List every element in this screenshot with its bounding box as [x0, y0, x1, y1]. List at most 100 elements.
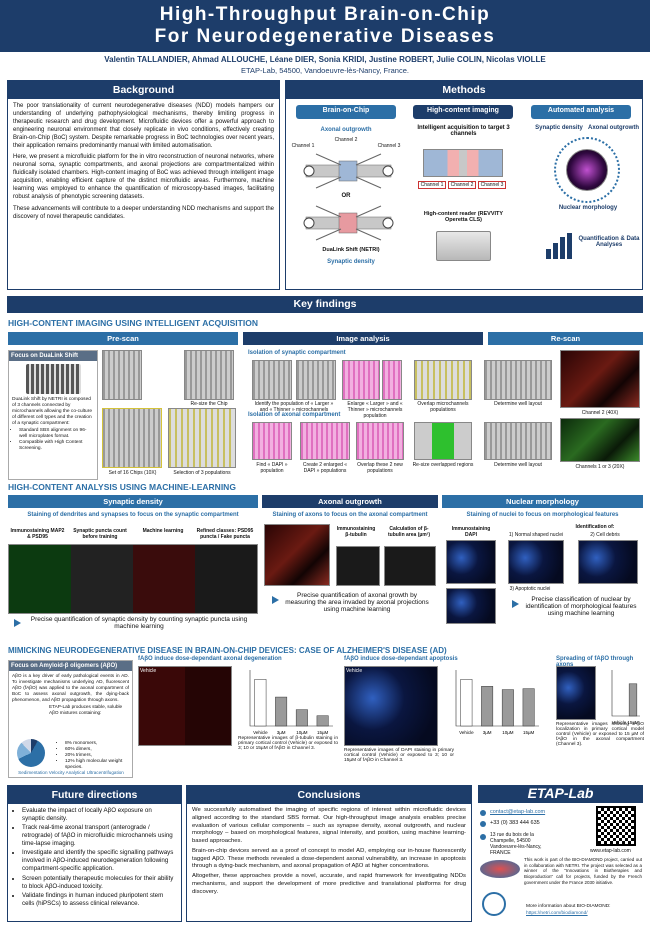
- arrow-icon: [272, 596, 279, 604]
- ml-syn-col-2: Synaptic puncta count before training: [73, 528, 127, 540]
- ml-head-nuclear: Nuclear morphology: [442, 495, 643, 508]
- chip-resize-image-2: [184, 350, 234, 400]
- poster-header: High-Throughput Brain-on-Chip For Neurod…: [0, 0, 650, 52]
- chart-bar: [481, 686, 494, 727]
- future-item: Validate findings in human induced pluri…: [22, 892, 175, 908]
- arrow-icon: [512, 600, 519, 608]
- ml-nuc-image-1: [446, 540, 496, 584]
- analysis-image: [566, 149, 608, 191]
- chip-schematic-bottom: [303, 205, 394, 241]
- c2-title: fAβO induce dose-dependant apoptosis: [344, 656, 458, 662]
- quant-label: Quantification & Data Analyses: [578, 236, 640, 248]
- phone-icon: [480, 821, 486, 827]
- etap-phone: +33 (0) 383 444 635: [490, 820, 540, 826]
- intelligent-acquisition-label: Intelligent acquisition to target 3 chan…: [417, 125, 510, 137]
- conclusions-panel: Conclusions We successfully automatised …: [186, 785, 472, 922]
- chart-bar: [254, 679, 267, 727]
- etap-address: 13 rue du bois de la Champelle, 54500 Va…: [490, 832, 542, 856]
- ml-nuc-col-3: 1) Normal shaped nuclei: [508, 532, 564, 538]
- syn-step-2-image: [342, 360, 380, 400]
- ad-pie-icon: [17, 739, 45, 767]
- ml-title: HIGH-CONTENT ANALYSIS USING MACHINE-LEAR…: [8, 482, 236, 492]
- etap-web[interactable]: www.etap-lab.com: [590, 848, 631, 854]
- ax-step-1-image: [252, 422, 292, 460]
- iso-syn-label: Isolation of synaptic compartment: [248, 350, 346, 356]
- ml-head-axonal: Axonal outgrowth: [262, 495, 438, 508]
- c3-title: Spreading of fAβO through axons: [556, 656, 634, 668]
- background-title: Background: [8, 81, 279, 99]
- acq-channel-3: Channel 3: [478, 181, 506, 189]
- focus-dualink-text: DuaLink Shift by NETRI is composed of 3 …: [12, 397, 92, 426]
- etap-email[interactable]: contact@etap-lab.com: [490, 809, 546, 815]
- ml-nuc-sub: Staining of nuclei to focus on morpholog…: [466, 512, 619, 518]
- dualink-plate-image: [25, 364, 81, 394]
- chart-bar: [460, 679, 473, 727]
- selection-3-populations-image: [168, 408, 236, 468]
- focus-bullet: Standard SBS alignment on 96-well microp…: [19, 428, 94, 440]
- focus-dualink-box: Focus on DuaLink Shift DuaLink Shift by …: [8, 350, 98, 480]
- etap-link[interactable]: https://netri.com/biodiamond/: [526, 911, 588, 916]
- location-icon: [480, 834, 486, 840]
- ml-syn-image: [8, 544, 258, 614]
- ax-step-4-label: Re-size overlapped regions: [412, 462, 474, 468]
- syn-step-4-image: [484, 360, 552, 400]
- quant-bar-icon: [546, 233, 572, 259]
- channel-3-label: Channel 3: [377, 143, 401, 149]
- qr-code: [596, 806, 636, 846]
- synaptic-arc-label: Synaptic density: [535, 125, 583, 131]
- affiliation: ETAP-Lab, 54500, Vandoeuvre-lès-Nancy, F…: [240, 66, 409, 75]
- nuclear-arc-label: Nuclear morphology: [558, 205, 618, 211]
- hci-title: HIGH-CONTENT IMAGING USING INTELLIGENT A…: [8, 318, 258, 328]
- ad-focus-title: Focus on Amyloid-β oligomers (AβO): [9, 661, 132, 671]
- methods-panel: Methods Brain-on-Chip High-content imagi…: [285, 80, 643, 290]
- background-p1: The poor translationality of current neu…: [13, 103, 274, 149]
- chart-tick-label: 15µM: [317, 730, 329, 735]
- background-panel: Background The poor translationality of …: [7, 80, 280, 290]
- ml-syn-result: Precise quantification of synaptic densi…: [30, 616, 248, 630]
- ml-nuc-col-2: Identification of:: [575, 524, 615, 530]
- ml-ax-image-2: [336, 546, 380, 586]
- mix-item: 12% high molecular weight species.: [65, 759, 132, 771]
- iso-ax-label: Isolation of axonal compartment: [248, 412, 341, 418]
- conclusions-p3: Altogether, these approaches provide a n…: [192, 873, 466, 895]
- c1-title: fAβO induce dose-dependant axonal degene…: [138, 656, 282, 662]
- ml-ax-image: [264, 524, 330, 586]
- dualink-label: DuaLink Shift (NETRI): [322, 247, 380, 253]
- c2-caption: Representative images of DAPI staining i…: [344, 748, 454, 763]
- chart-bar: [522, 688, 535, 727]
- chart-tick-label: Vehicle: [253, 730, 268, 735]
- syn-step-2-label: Enlarge « Larger » and « Thinner » micro…: [347, 401, 403, 419]
- future-list: Evaluate the impact of locally AβO expos…: [8, 804, 181, 908]
- chip-resize-image: [102, 350, 142, 400]
- channel-2-label: Channel 2: [334, 137, 358, 143]
- arrow-icon: [14, 619, 21, 627]
- ml-syn-col-1: Immunostaining MAP2 & PSD95: [10, 528, 65, 540]
- etap-more: More information about BIO-DIAMOND:: [526, 904, 611, 909]
- focus-bullet: Compatible with High Content Screening.: [19, 440, 94, 452]
- axonal-arc-label: Axonal outgrowth: [588, 125, 639, 131]
- c1-images: [138, 666, 232, 746]
- france-2030-logo: [482, 892, 506, 916]
- ml-ax-image-3: [384, 546, 436, 586]
- future-item: Investigate and identify the specific si…: [22, 849, 175, 873]
- chart-tick-label: Vehicle: [612, 720, 627, 725]
- future-item: Evaluate the impact of locally AβO expos…: [22, 807, 175, 823]
- ax-step-2-image: [300, 422, 350, 460]
- poster-title-line1: High-Throughput Brain-on-Chip: [159, 4, 491, 25]
- ax-step-2-label: Create 2 enlarged « DAPI » populations: [302, 462, 348, 474]
- reader-label: High-content reader (REVVITY Operetta CL…: [423, 211, 504, 223]
- ax-step-1-label: Find « DAPI » population: [256, 462, 288, 474]
- ax-step-3-label: Overlap these 2 new populations: [357, 462, 403, 474]
- ax-step-5-image: [484, 422, 552, 460]
- background-p3: These advancements will contribute to a …: [13, 205, 274, 220]
- chart-tick-label: 15µM: [627, 720, 639, 725]
- c2-vehicle-label: Vehicle: [346, 668, 363, 674]
- chart-tick-label: 3µM: [483, 730, 492, 735]
- ad-mix-list: 8% monomers, 60% dimers, 20% trimers, 12…: [57, 741, 132, 771]
- syn-step-1-label: Identify the population of « Larger » an…: [254, 401, 334, 413]
- channel-1-label: Channel 1: [291, 143, 315, 149]
- future-panel: Future directions Evaluate the impact of…: [7, 785, 182, 922]
- chip-schematic-top: [303, 153, 394, 189]
- chart-tick-label: Vehicle: [459, 730, 474, 735]
- etap-funding: This work is part of the BIO-DIAMOND pro…: [524, 857, 642, 885]
